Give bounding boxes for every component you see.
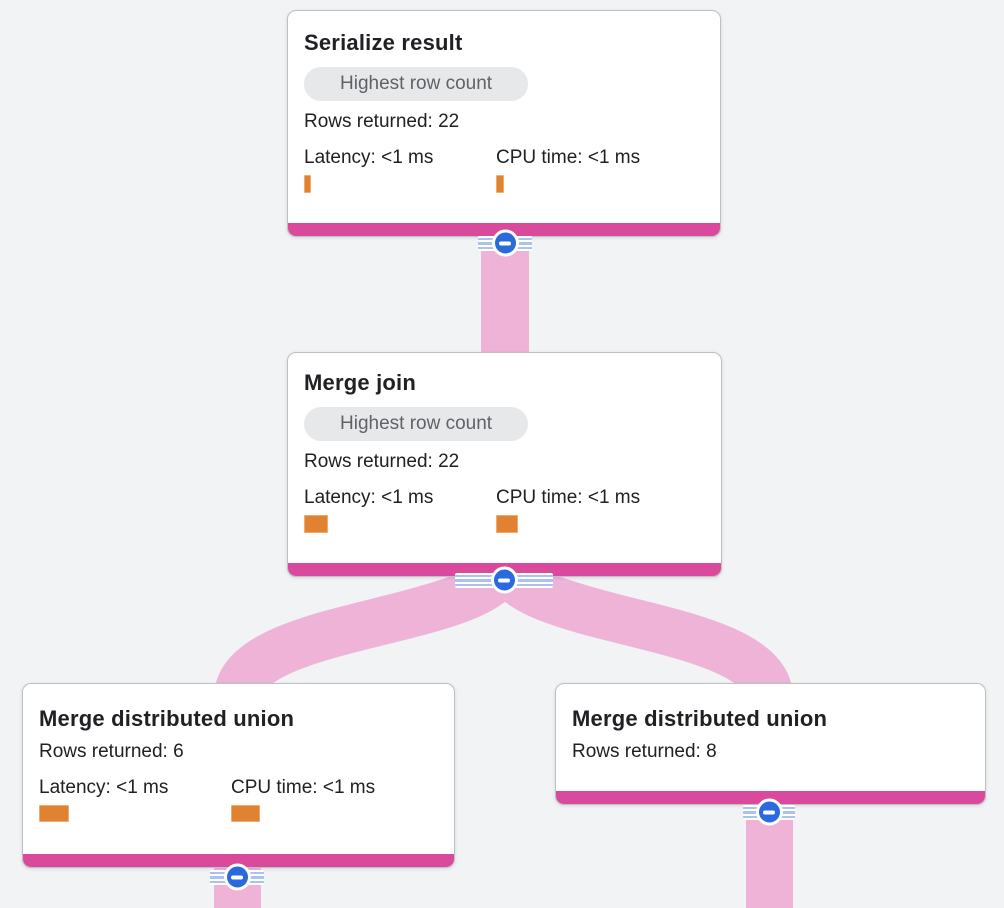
cpu-time-label: CPU time: <1 ms	[496, 487, 641, 508]
collapse-toggle-left-union[interactable]	[210, 863, 264, 891]
rows-returned-text: Rows returned: 22	[304, 451, 460, 472]
node-title: Merge join	[304, 370, 417, 395]
latency-metric: Latency: <1 ms	[304, 147, 496, 193]
rows-returned-text: Rows returned: 8	[572, 741, 717, 762]
cpu-time-label: CPU time: <1 ms	[496, 147, 641, 168]
collapse-minus-icon	[490, 566, 518, 594]
latency-metric: Latency: <1 ms	[39, 777, 231, 822]
rows-returned-text: Rows returned: 6	[39, 741, 184, 762]
latency-metric: Latency: <1 ms	[304, 487, 496, 533]
metrics-row: Latency: <1 ms CPU time: <1 ms	[304, 487, 705, 533]
collapse-minus-icon	[755, 798, 783, 826]
plan-node-merge-join[interactable]: Merge join Highest row count Rows return…	[287, 352, 722, 577]
cpu-time-bar	[496, 515, 518, 533]
node-title: Merge distributed union	[572, 706, 828, 731]
cpu-time-bar	[496, 175, 504, 193]
plan-node-merge-distributed-union-right[interactable]: Merge distributed union Rows returned: 8	[555, 683, 986, 805]
collapse-toggle-merge-join[interactable]	[455, 566, 553, 594]
collapse-toggle-serialize-result[interactable]	[478, 229, 532, 257]
highest-row-count-badge: Highest row count	[304, 407, 529, 441]
plan-node-merge-distributed-union-left[interactable]: Merge distributed union Rows returned: 6…	[22, 683, 455, 868]
collapse-minus-icon	[223, 863, 251, 891]
node-accent-bar	[23, 854, 454, 867]
highest-row-count-badge: Highest row count	[304, 67, 529, 101]
cpu-time-metric: CPU time: <1 ms	[231, 777, 438, 822]
latency-label: Latency: <1 ms	[304, 147, 434, 168]
latency-bar	[39, 805, 69, 822]
cpu-time-metric: CPU time: <1 ms	[496, 487, 705, 533]
latency-bar	[304, 175, 311, 193]
rows-returned-text: Rows returned: 22	[304, 111, 460, 132]
collapse-minus-icon	[491, 229, 519, 257]
cpu-time-metric: CPU time: <1 ms	[496, 147, 704, 193]
latency-label: Latency: <1 ms	[304, 487, 434, 508]
node-title: Merge distributed union	[39, 706, 295, 731]
cpu-time-bar	[231, 805, 260, 822]
metrics-row: Latency: <1 ms CPU time: <1 ms	[304, 147, 704, 193]
node-title: Serialize result	[304, 30, 463, 55]
metrics-row: Latency: <1 ms CPU time: <1 ms	[39, 777, 438, 822]
cpu-time-label: CPU time: <1 ms	[231, 777, 376, 798]
plan-node-serialize-result[interactable]: Serialize result Highest row count Rows …	[287, 10, 721, 237]
node-accent-bar	[556, 791, 985, 804]
collapse-toggle-right-union[interactable]	[743, 798, 795, 826]
latency-bar	[304, 515, 328, 533]
latency-label: Latency: <1 ms	[39, 777, 169, 798]
